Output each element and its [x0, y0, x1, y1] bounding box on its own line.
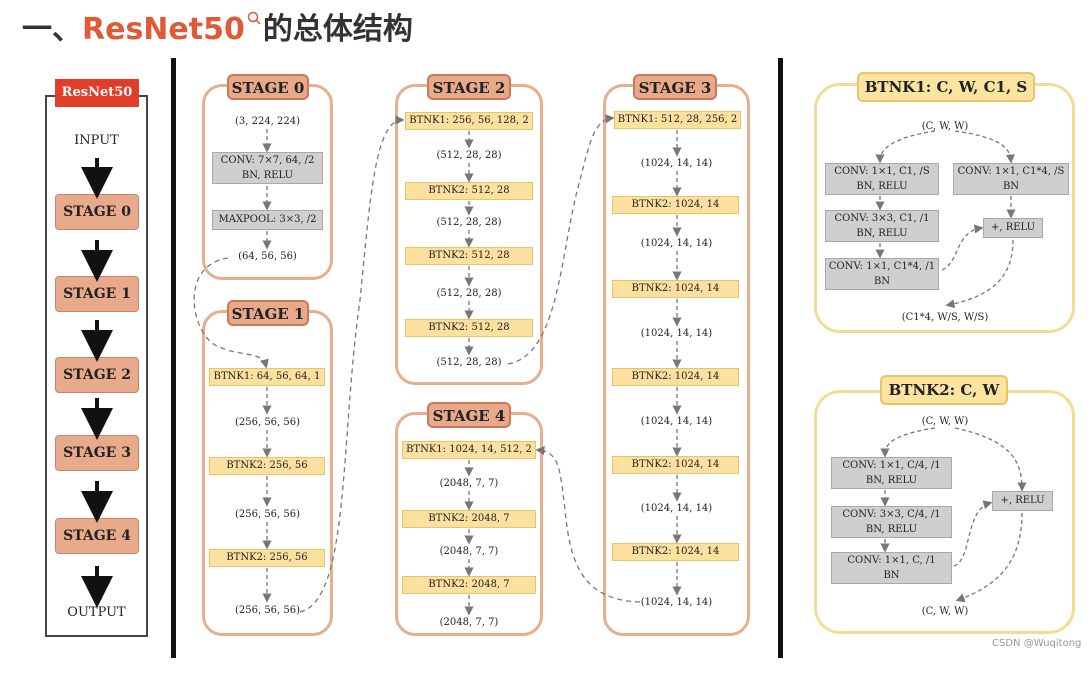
divider-left [171, 58, 176, 658]
btnk2-conv3-line1: CONV: 1×1, C, /1 [847, 555, 936, 566]
overview-panel-title: ResNet50 [55, 79, 139, 107]
btnk1-shortcut-line1: CONV: 1×1, C1*4, /S [957, 166, 1065, 177]
btnk2-conv2-line1: CONV: 3×3, C/4, /1 [842, 509, 941, 520]
stage-3-shape: (1024, 14, 14) [640, 416, 713, 427]
btnk2-conv1-line1: CONV: 1×1, C/4, /1 [842, 460, 941, 471]
btnk1-conv2-line2: BN, RELU [856, 228, 908, 239]
stage-4-title: STAGE 4 [427, 402, 511, 428]
btnk2-output-shape: (C, W, W) [921, 606, 969, 617]
stage-0-title: STAGE 0 [227, 74, 309, 100]
stage-1-title: STAGE 1 [227, 300, 309, 326]
stage-2-shape: (512, 28, 28) [436, 217, 502, 228]
stage-3-shape: (1024, 14, 14) [640, 503, 713, 514]
stage-3-shape: (1024, 14, 14) [640, 238, 713, 249]
stage-4-shape: (2048, 7, 7) [439, 478, 499, 489]
watermark: CSDN @Wuqitong [992, 638, 1082, 649]
btnk2-conv2-line2: BN, RELU [865, 524, 918, 535]
title-highlight-link[interactable]: ResNet50 [82, 12, 245, 47]
btnk1-input-shape: (C, W, W) [921, 121, 969, 132]
stage-2-shape: (512, 28, 28) [436, 150, 502, 161]
btnk1-conv1-line1: CONV: 1×1, C1, /S [834, 166, 930, 177]
stage-1-shape: (256, 56, 56) [234, 417, 301, 428]
btnk2-conv3-block: CONV: 1×1, C, /1 BN [831, 552, 952, 584]
stage-2-title: STAGE 2 [427, 74, 511, 100]
divider-right [778, 58, 783, 658]
btnk1-conv1-block: CONV: 1×1, C1, /S BN, RELU [825, 163, 939, 195]
btnk1-arrows [875, 130, 1016, 309]
stage-0-conv-line2: BN, RELU [241, 170, 294, 181]
stage-3-shape: (1024, 14, 14) [640, 328, 713, 339]
page-title: 一、ResNet50 的总体结构 [22, 4, 413, 47]
btnk1-conv2-line1: CONV: 3×3, C1, /1 [834, 213, 930, 224]
stage-1-shape: (256, 56, 56) [234, 605, 301, 616]
stage-0-output-shape: (64, 56, 56) [238, 251, 297, 262]
btnk1-conv3-line1: CONV: 1×1, C1*4, /1 [828, 261, 936, 272]
stage-4-shape: (2048, 7, 7) [439, 617, 499, 628]
btnk1-conv3-line2: BN [873, 276, 891, 287]
stage-0-conv-block: CONV: 7×7, 64, /2 BN, RELU [212, 152, 323, 184]
stage-4-block: BTNK1: 1024, 14, 512, 2 [402, 441, 536, 459]
btnk2-conv2-block: CONV: 3×3, C/4, /1 BN, RELU [831, 506, 952, 538]
overview-stage-2: STAGE 2 [55, 357, 139, 393]
stage-link-arrows [193, 114, 641, 613]
stage-2-shape: (512, 28, 28) [436, 288, 502, 299]
btnk1-shortcut-line2: BN [1002, 181, 1020, 192]
stage-0-input-shape: (3, 224, 224) [234, 116, 301, 127]
output-label: OUTPUT [67, 605, 126, 620]
btnk1-conv3-block: CONV: 1×1, C1*4, /1 BN [825, 258, 939, 290]
btnk2-conv3-line2: BN [883, 570, 900, 581]
stage-0-conv-line1: CONV: 7×7, 64, /2 [220, 155, 315, 166]
btnk1-output-shape: (C1*4, W/S, W/S) [901, 312, 989, 323]
btnk1-conv2-block: CONV: 3×3, C1, /1 BN, RELU [825, 210, 939, 242]
stage-3-shape: (1024, 14, 14) [640, 597, 713, 608]
btnk2-title: BTNK2: C, W [880, 375, 1008, 405]
btnk1-title: BTNK1: C, W, C1, S [857, 72, 1035, 102]
stage-1-shape: (256, 56, 56) [234, 509, 301, 520]
stage-4-shape: (2048, 7, 7) [439, 546, 499, 557]
stage-2-shape: (512, 28, 28) [436, 357, 502, 368]
stage-internal-arrows [262, 129, 682, 616]
btnk2-arrows [880, 427, 1027, 603]
title-prefix: 一、 [22, 12, 82, 47]
stage-2-block: BTNK1: 256, 56, 128, 2 [405, 112, 533, 130]
title-suffix: 的总体结构 [262, 12, 413, 47]
btnk1-conv1-line2: BN, RELU [856, 181, 908, 192]
stage-3-title: STAGE 3 [633, 74, 717, 100]
input-label: INPUT [74, 133, 119, 148]
stage-3-shape: (1024, 14, 14) [640, 158, 713, 169]
search-icon [247, 0, 261, 25]
btnk2-conv1-line2: BN, RELU [865, 475, 918, 486]
btnk2-conv1-block: CONV: 1×1, C/4, /1 BN, RELU [831, 457, 952, 489]
btnk2-input-shape: (C, W, W) [921, 416, 969, 427]
btnk1-card [814, 83, 1075, 333]
